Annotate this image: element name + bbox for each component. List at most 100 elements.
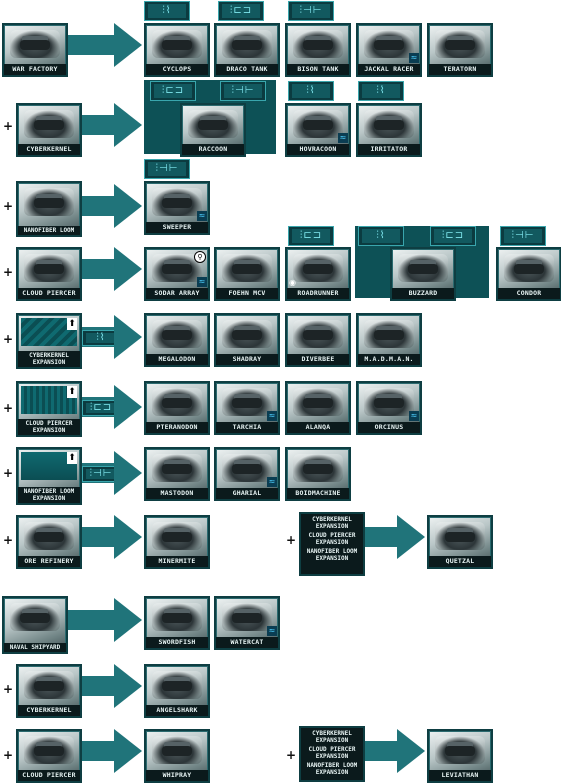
unit-jackal-racer[interactable]: ≈JACKAL RACER <box>356 23 422 77</box>
label-text: SWEEPER <box>146 222 208 233</box>
amphibious-icon: ≈ <box>197 277 207 287</box>
label-text: HOVRACOON <box>287 144 349 155</box>
unit-whipray[interactable]: WHIPRAY <box>144 729 210 783</box>
label-text: CONDOR <box>498 288 560 299</box>
label-text: ⫶⊣⊢ <box>86 469 116 479</box>
amphibious-icon: ≈ <box>267 411 277 421</box>
label-text: CYBERKERNEL EXPANSION <box>312 516 352 530</box>
war-factory-art <box>10 30 60 58</box>
label-text: ⫶⌇ <box>86 333 116 343</box>
requirement-icon: ⫶⊣⊢ <box>144 159 190 179</box>
requirement-icon: ⫶⊏⊐ <box>150 81 196 101</box>
arrow-head-icon <box>114 23 142 67</box>
plus-icon: + <box>3 199 14 213</box>
unit-teratorn[interactable]: TERATORN <box>427 23 493 77</box>
label-text: RACCOON <box>182 144 244 155</box>
label-text: ⫶⌇ <box>362 84 400 98</box>
unit-sweeper[interactable]: ≈SWEEPER <box>144 181 210 235</box>
source-cyberkernel-expansion[interactable]: ⬆ CYBERKERNEL EXPANSION <box>16 313 82 369</box>
unit-boidmachine[interactable]: BOIDMACHINE <box>285 447 351 501</box>
unit-buzzard[interactable]: BUZZARD <box>390 247 456 301</box>
arrow-icon <box>82 115 116 135</box>
unit-raccoon[interactable]: RACCOON <box>180 103 246 157</box>
amphibious-icon: ≈ <box>409 411 419 421</box>
label-text: ⫶⌇ <box>362 229 400 243</box>
source-cloud-piercer-expansion[interactable]: ⬆ CLOUD PIERCER EXPANSION <box>16 381 82 437</box>
requirement-icon: ⫶⊣⊢ <box>288 1 334 21</box>
unit-mastodon[interactable]: MASTODON <box>144 447 210 501</box>
label-text: ⫶⌇ <box>292 84 330 98</box>
detector-icon: ⚲ <box>194 251 206 263</box>
source-nanofiber-loom-expansion[interactable]: ⬆ NANOFIBER LOOM EXPANSION <box>16 447 82 505</box>
unit-cyclops[interactable]: CYCLOPS <box>144 23 210 77</box>
label-text: WHIPRAY <box>146 770 208 781</box>
source-cloud-piercer-naval[interactable]: CLOUD PIERCER <box>16 729 82 783</box>
source-ore-refinery[interactable]: ORE REFINERY <box>16 515 82 569</box>
arrow-head-icon <box>114 598 142 642</box>
arrow-head-icon <box>114 247 142 291</box>
label-text: QUETZAL <box>429 556 491 567</box>
arrow-icon <box>68 610 116 630</box>
arrow-head-icon <box>114 729 142 773</box>
label-text: ALANQA <box>287 422 349 433</box>
requirement-icon: ⫶⊏⊐ <box>430 226 476 246</box>
amphibious-icon: ≈ <box>338 133 348 143</box>
source-cyberkernel[interactable]: CYBERKERNEL <box>16 103 82 157</box>
source-naval-shipyard[interactable]: NAVAL SHIPYARD <box>2 596 68 654</box>
unit-leviathan[interactable]: LEVIATHAN <box>427 729 493 783</box>
label-text: TARCHIA <box>216 422 278 433</box>
unit-madman[interactable]: M.A.D.M.A.N. <box>356 313 422 367</box>
requirement-icon: ⫶⌇ <box>358 226 404 246</box>
unit-shadray[interactable]: SHADRAY <box>214 313 280 367</box>
arrow-icon <box>82 527 116 547</box>
label-text: CLOUD PIERCER EXPANSION <box>308 746 356 760</box>
label-text: CYBERKERNEL <box>18 144 80 155</box>
arrow-head-icon <box>114 664 142 708</box>
unit-quetzal[interactable]: QUETZAL <box>427 515 493 569</box>
plus-icon: + <box>3 682 14 696</box>
unit-megalodon[interactable]: MEGALODON <box>144 313 210 367</box>
label-text: ⫶⊣⊢ <box>224 84 262 98</box>
source-war-factory[interactable]: WAR FACTORY <box>2 23 68 77</box>
source-cloud-piercer[interactable]: CLOUD PIERCER <box>16 247 82 301</box>
unit-orcinus[interactable]: ≈ORCINUS <box>356 381 422 435</box>
source-cyberkernel-naval[interactable]: CYBERKERNEL <box>16 664 82 718</box>
unit-diverbee[interactable]: DIVERBEE <box>285 313 351 367</box>
label-text: DRACO TANK <box>216 64 278 75</box>
unit-gharial[interactable]: ≈GHARIAL <box>214 447 280 501</box>
label-text: CYBERKERNEL EXPANSION <box>18 351 80 367</box>
unit-condor[interactable]: CONDOR <box>496 247 561 301</box>
label-text: ⫶⊏⊐ <box>222 4 260 18</box>
unit-minermite[interactable]: MINERMITE <box>144 515 210 569</box>
unit-angelshark[interactable]: ANGELSHARK <box>144 664 210 718</box>
unit-bison-tank[interactable]: BISON TANK <box>285 23 351 77</box>
label-text: BISON TANK <box>287 64 349 75</box>
plus-icon: + <box>3 265 14 279</box>
label-text: ⫶⊣⊢ <box>148 162 186 176</box>
unit-hovracoon[interactable]: ≈HOVRACOON <box>285 103 351 157</box>
source-nanofiber-loom[interactable]: NANOFIBER LOOM <box>16 181 82 237</box>
plus-icon: + <box>3 401 14 415</box>
unit-swordfish[interactable]: SWORDFISH <box>144 596 210 650</box>
unit-roadrunner[interactable]: ◉ROADRUNNER <box>285 247 351 301</box>
unit-pteranodon[interactable]: PTERANODON <box>144 381 210 435</box>
unit-irritator[interactable]: IRRITATOR <box>356 103 422 157</box>
arrow-icon <box>365 741 399 761</box>
label-text: ⫶⊣⊢ <box>292 4 330 18</box>
requirement-icon: ⫶⊣⊢ <box>220 81 266 101</box>
label-text: NANOFIBER LOOM EXPANSION <box>18 487 80 503</box>
amphibious-icon: ≈ <box>197 211 207 221</box>
unit-alanqa[interactable]: ALANQA <box>285 381 351 435</box>
unit-sodar-array[interactable]: ⚲≈SODAR ARRAY <box>144 247 210 301</box>
label-text: NANOFIBER LOOM <box>18 226 80 235</box>
label-text: CYBERKERNEL <box>18 705 80 716</box>
arrow-head-icon <box>397 515 425 559</box>
label-text: IRRITATOR <box>358 144 420 155</box>
unit-watercat[interactable]: ≈WATERCAT <box>214 596 280 650</box>
unit-foehn-mcv[interactable]: FOEHN MCV <box>214 247 280 301</box>
label-text: SHADRAY <box>216 354 278 365</box>
unit-draco-tank[interactable]: DRACO TANK <box>214 23 280 77</box>
unit-tarchia[interactable]: ≈TARCHIA <box>214 381 280 435</box>
plus-icon: + <box>3 533 14 547</box>
arrow-head-icon <box>114 385 142 429</box>
